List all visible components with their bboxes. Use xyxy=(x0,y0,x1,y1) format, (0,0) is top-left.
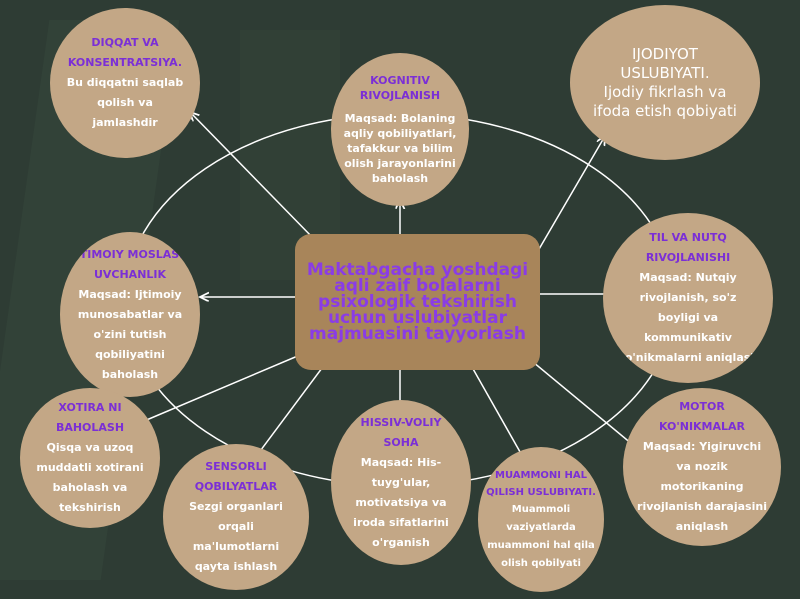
connector-memory xyxy=(130,354,301,427)
node-description: Maqsad: Nutqiy rivojlanish, so'z boyligi… xyxy=(617,271,759,364)
node-title: SENSORLI QOBILYATLAR xyxy=(194,460,278,493)
node-description: Maqsad: Ijtimoiy munosabatlar va o'zini … xyxy=(77,287,183,381)
node-title: DIQQAT VA KONSENTRATSIYA. xyxy=(67,36,183,69)
node-sensory: SENSORLI QOBILYATLAR Sezgi organlari orq… xyxy=(163,444,309,590)
node-title: MUAMMONI HAL QILISH USLUBIYATI. xyxy=(486,469,596,498)
center-box: Maktabgacha yoshdagi aqli zaif bolalarni… xyxy=(295,234,540,370)
node-title: IJODIYOT USLUBIYATI. xyxy=(620,44,710,82)
node-description: Qisqa va uzoq muddatli xotirani baholash… xyxy=(36,441,144,514)
node-language: TIL VA NUTQ RIVOJLANISHI Maqsad: Nutqiy … xyxy=(603,213,773,383)
node-creative: IJODIYOT USLUBIYATI. Ijodiy fikrlash va … xyxy=(570,5,760,160)
node-description: Muammoli vaziyatlarda muammoni hal qila … xyxy=(487,503,595,569)
center-title: Maktabgacha yoshdagi aqli zaif bolalarni… xyxy=(306,260,529,344)
connector-attention xyxy=(190,112,316,241)
node-title: TIL VA NUTQ RIVOJLANISHI xyxy=(645,231,731,264)
node-cognitive: KOGNITIV RIVOJLANISH Maqsad: Bolaning aq… xyxy=(331,53,469,206)
node-emotional: HISSIV-VOLIY SOHA Maqsad: His-tuyg'ular,… xyxy=(331,400,471,565)
node-description: Maqsad: Bolaning aqliy qobiliyatlari, ta… xyxy=(343,112,457,185)
node-title: IJTIMOIY MOSLASHUVCHANLIK xyxy=(71,247,189,281)
node-description: Bu diqqatni saqlab qolish va jamlashdir xyxy=(66,76,184,129)
node-memory: XOTIRA NI BAHOLASH Qisqa va uzoq muddatl… xyxy=(20,388,160,528)
connector-creative xyxy=(527,136,605,269)
node-description: Ijodiy fikrlash va ifoda etish qobiyati xyxy=(593,82,737,120)
connector-problem xyxy=(467,359,528,466)
node-description: Sezgi organlari orqali ma'lumotlarni qay… xyxy=(189,500,283,573)
node-title: HISSIV-VOLIY SOHA xyxy=(360,415,442,449)
node-attention: DIQQAT VA KONSENTRATSIYA. Bu diqqatni sa… xyxy=(50,8,200,158)
node-title: MOTOR KO'NIKMALAR xyxy=(658,400,746,433)
node-social: IJTIMOIY MOSLASHUVCHANLIK Maqsad: Ijtimo… xyxy=(60,232,200,397)
node-description: Maqsad: Yigiruvchi va nozik motorikaning… xyxy=(637,440,767,533)
node-title: KOGNITIV RIVOJLANISH xyxy=(359,74,441,102)
node-motor: MOTOR KO'NIKMALAR Maqsad: Yigiruvchi va … xyxy=(623,388,781,546)
node-description: Maqsad: His-tuyg'ular, motivatsiya va ir… xyxy=(353,455,449,549)
node-title: XOTIRA NI BAHOLASH xyxy=(55,401,125,434)
node-problem: MUAMMONI HAL QILISH USLUBIYATI. Muammoli… xyxy=(478,447,604,592)
